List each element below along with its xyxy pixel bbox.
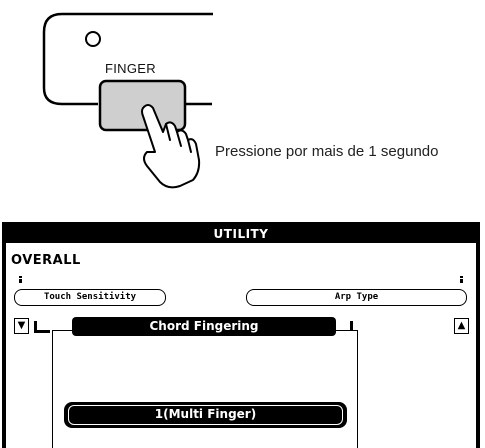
left-bracket [34, 321, 50, 333]
menu-item-touch-sensitivity[interactable]: Touch Sensitivity [14, 289, 166, 306]
instruction-caption: Pressione por mais de 1 segundo [215, 143, 439, 160]
finger-button-illustration [42, 12, 213, 189]
parameter-value: 1(Multi Finger) [68, 405, 343, 425]
scroll-up-icon: ▲ [457, 320, 466, 331]
parameter-content-box [52, 330, 358, 448]
scroll-down-button[interactable]: ▼ [14, 318, 29, 334]
scroll-up-button[interactable]: ▲ [454, 318, 469, 334]
finger-button-label: FINGER [105, 61, 156, 76]
scroll-down-icon: ▼ [17, 320, 26, 331]
finger-button[interactable] [98, 79, 187, 132]
lcd-display: UTILITY OVERALL Touch Sensitivity Arp Ty… [2, 222, 480, 448]
section-label: OVERALL [11, 253, 81, 268]
parameter-value-field[interactable]: 1(Multi Finger) [64, 402, 347, 428]
parameter-name: Chord Fingering [72, 317, 336, 336]
menu-item-arp-type[interactable]: Arp Type [246, 289, 467, 306]
hand-press-icon [141, 104, 201, 189]
right-tick-mark [460, 276, 463, 283]
finger-led-indicator [85, 31, 101, 47]
lcd-title: UTILITY [6, 226, 476, 243]
left-tick-mark [19, 276, 22, 283]
